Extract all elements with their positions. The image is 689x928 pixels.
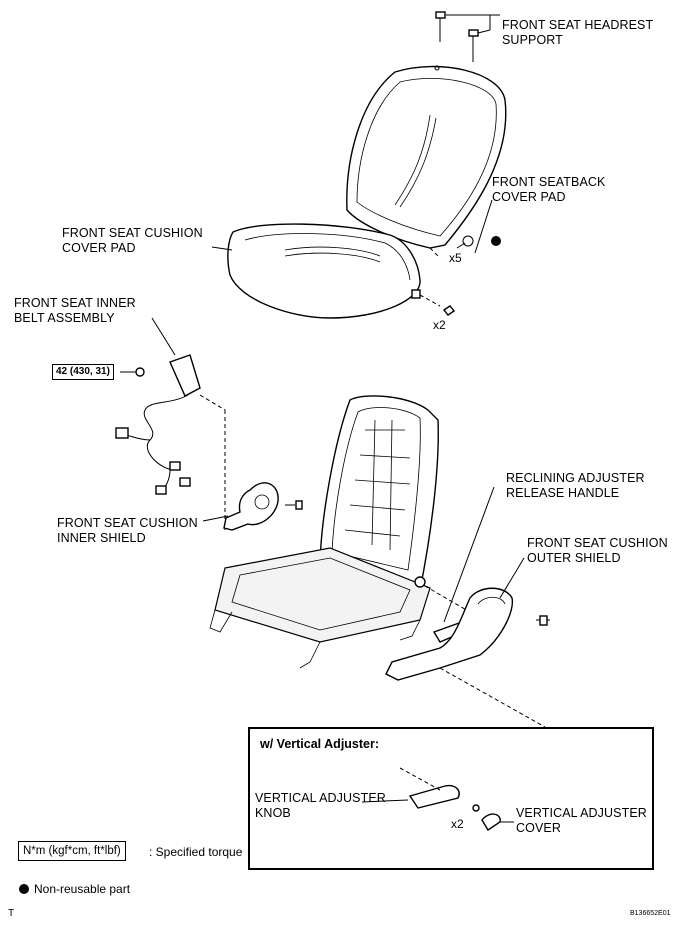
- seatback-cover-pad-label-line2: COVER PAD: [492, 190, 566, 204]
- seatback-cover-pad-part: [346, 65, 507, 259]
- cushion-outer-shield-label-line2: OUTER SHIELD: [527, 551, 621, 565]
- cushion-clip-quantity: x2: [433, 318, 446, 332]
- headrest-support-label-line2: SUPPORT: [502, 33, 563, 47]
- reclining-handle-label-line1: RECLINING ADJUSTER: [506, 471, 645, 485]
- cushion-inner-shield-label-line2: INNER SHIELD: [57, 531, 146, 545]
- inner-belt-assembly-part: [115, 354, 226, 530]
- knob-screw-quantity: x2: [451, 817, 464, 831]
- seat-frame-part: [209, 395, 471, 669]
- vertical-adjuster-cover-label-line2: COVER: [516, 821, 561, 835]
- seatback-cover-pad-label-line1: FRONT SEATBACK: [492, 175, 606, 189]
- torque-units-description: : Specified torque: [149, 845, 243, 859]
- cushion-outer-shield-label-line1: FRONT SEAT CUSHION: [527, 536, 668, 550]
- headrest-support-label-line1: FRONT SEAT HEADREST: [502, 18, 654, 32]
- cushion-cover-pad-label: FRONT SEAT CUSHION COVER PAD: [62, 226, 203, 256]
- vertical-adjuster-inset: w/ Vertical Adjuster:: [248, 727, 654, 870]
- cushion-inner-shield-label: FRONT SEAT CUSHION INNER SHIELD: [57, 516, 198, 546]
- footer-mark: T: [8, 908, 15, 919]
- vertical-adjuster-cover-part: [481, 813, 514, 831]
- vertical-adjuster-knob-part: [399, 767, 480, 812]
- cushion-outer-shield-part: [385, 557, 550, 681]
- seatback-cover-pad-label: FRONT SEATBACK COVER PAD: [492, 175, 605, 205]
- torque-units-legend: N*m (kgf*cm, ft*lbf): [18, 841, 126, 861]
- headrest-support-part: [435, 11, 500, 62]
- reclining-handle-label-line2: RELEASE HANDLE: [506, 486, 620, 500]
- cushion-outer-shield-label: FRONT SEAT CUSHION OUTER SHIELD: [527, 536, 668, 566]
- figure-id: B136652E01: [630, 910, 671, 917]
- vertical-adjuster-knob-label-line2: KNOB: [255, 806, 291, 820]
- cushion-cover-pad-label-line1: FRONT SEAT CUSHION: [62, 226, 203, 240]
- vertical-adjuster-knob-label-line1: VERTICAL ADJUSTER: [255, 791, 386, 805]
- hog-ring-quantity: x5: [449, 251, 462, 265]
- vertical-adjuster-cover-label: VERTICAL ADJUSTER COVER: [516, 806, 647, 836]
- vertical-adjuster-knob-label: VERTICAL ADJUSTER KNOB: [255, 791, 386, 821]
- cushion-inner-shield-part: [223, 482, 303, 531]
- inner-belt-assembly-label: FRONT SEAT INNER BELT ASSEMBLY: [14, 296, 136, 326]
- cushion-cover-pad-part: [227, 223, 456, 319]
- non-reusable-legend: Non-reusable part: [34, 882, 131, 896]
- cushion-inner-shield-label-line1: FRONT SEAT CUSHION: [57, 516, 198, 530]
- inner-belt-assembly-label-line1: FRONT SEAT INNER: [14, 296, 136, 310]
- inner-belt-assembly-label-line2: BELT ASSEMBLY: [14, 311, 115, 325]
- reclining-handle-label: RECLINING ADJUSTER RELEASE HANDLE: [506, 471, 645, 501]
- headrest-support-label: FRONT SEAT HEADREST SUPPORT: [502, 18, 653, 48]
- inset-title: w/ Vertical Adjuster:: [260, 737, 380, 751]
- vertical-adjuster-cover-label-line1: VERTICAL ADJUSTER: [516, 806, 647, 820]
- cushion-cover-pad-label-line2: COVER PAD: [62, 241, 136, 255]
- torque-spec-box: 42 (430, 31): [52, 364, 114, 380]
